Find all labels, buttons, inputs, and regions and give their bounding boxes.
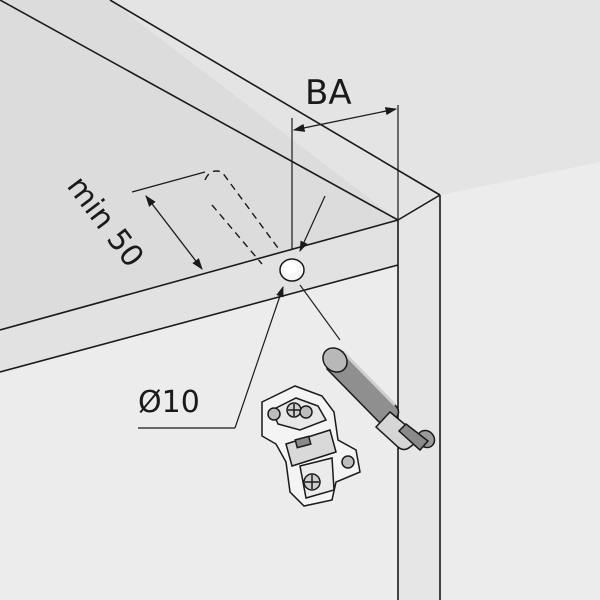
drill-depth-dashed (204, 170, 279, 265)
hinge-mounting-plate-icon (261, 385, 361, 507)
plug-in-damper-icon (322, 347, 436, 452)
ba-dimension (291, 105, 399, 250)
ba-label: BA (305, 73, 352, 113)
hole-leader-damper (299, 284, 341, 341)
hole-pointer-top (299, 195, 326, 252)
diameter-label: Ø10 (138, 385, 200, 420)
diameter-callout (138, 285, 284, 429)
drill-hole-icon (279, 258, 305, 282)
panel-outlines (0, 0, 441, 600)
min-depth-dimension (131, 171, 206, 270)
top-panel-front-edge (0, 220, 398, 372)
cabinet-side-panel (398, 195, 440, 600)
